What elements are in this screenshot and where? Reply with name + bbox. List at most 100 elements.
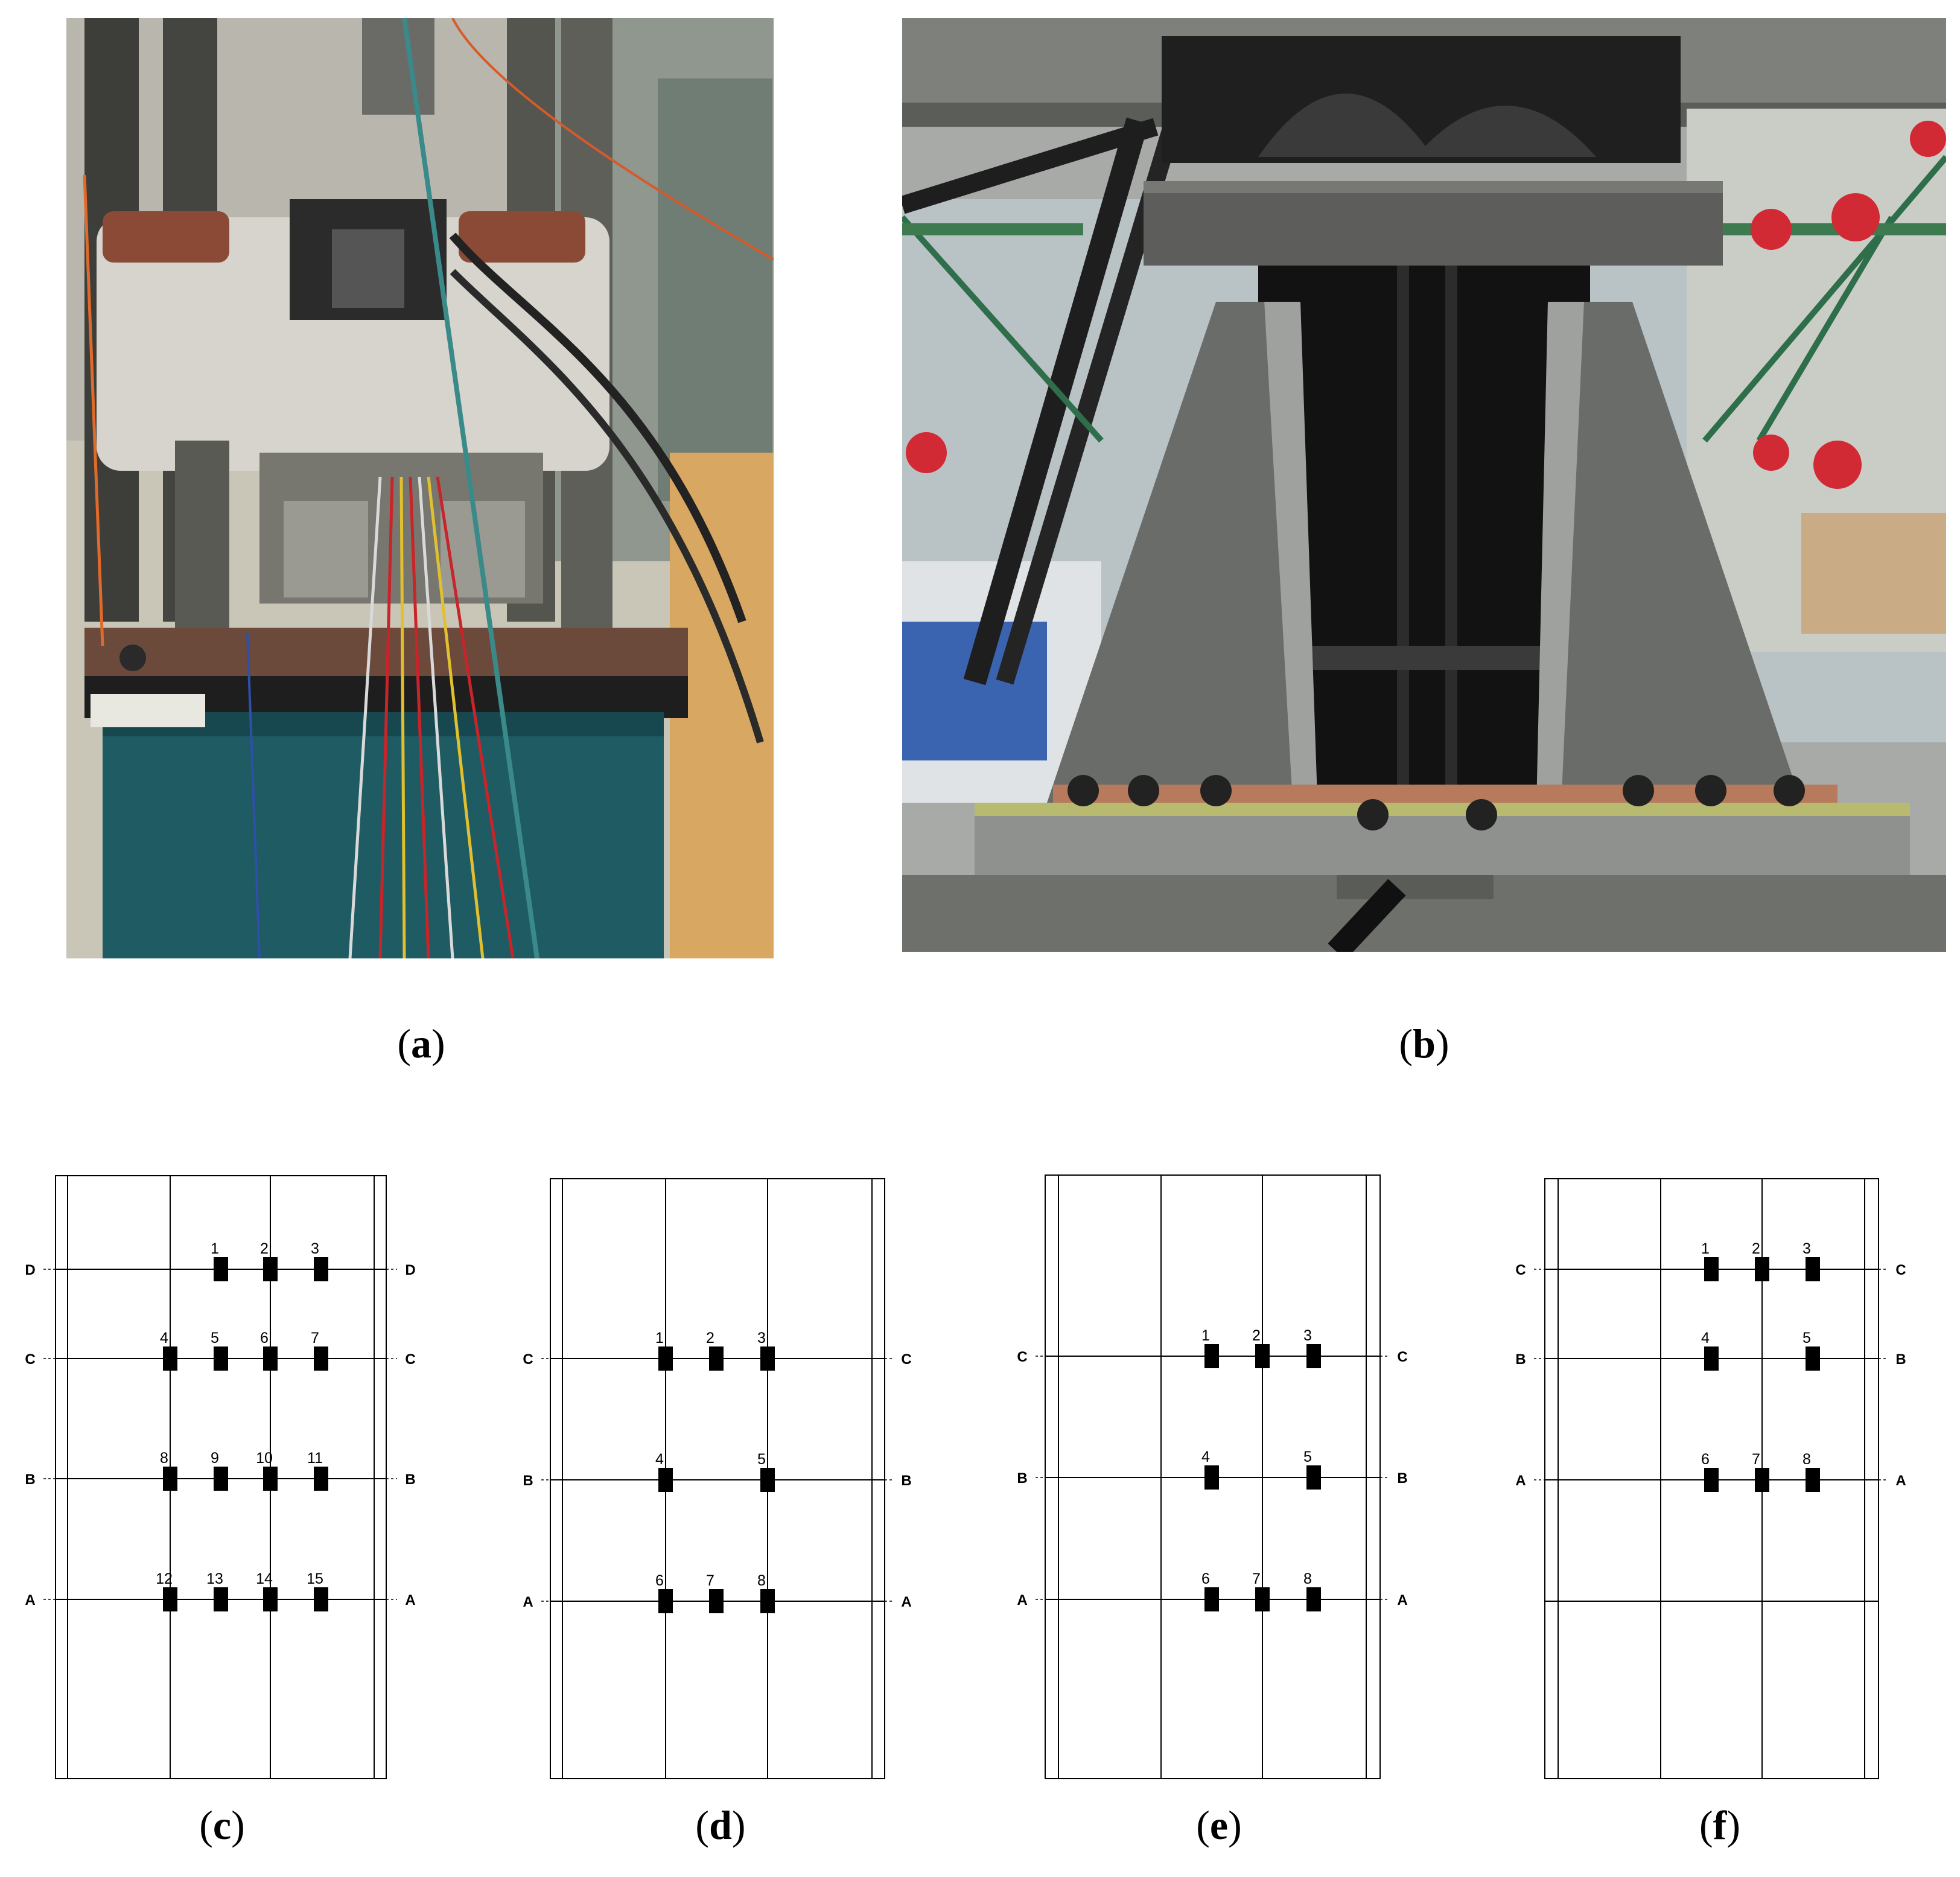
strain-gauge-d-7 [709, 1589, 724, 1613]
section-label-left-e: A [1017, 1592, 1027, 1608]
section-label-left-f: A [1515, 1473, 1526, 1489]
photo-specimen-fixture [902, 18, 1946, 952]
gauge-number-e-3: 3 [1303, 1327, 1312, 1344]
gauge-number-f-2: 2 [1752, 1240, 1760, 1257]
strain-gauge-c-9 [214, 1467, 228, 1491]
strain-gauge-d-4 [658, 1468, 673, 1492]
caption-b: (b) [1399, 1021, 1449, 1066]
gauge-number-c-4: 4 [160, 1330, 168, 1346]
strain-gauge-c-1 [214, 1257, 228, 1281]
gauge-number-c-14: 14 [256, 1570, 273, 1587]
gauge-number-c-12: 12 [156, 1570, 173, 1587]
section-label-left-d: C [523, 1351, 533, 1368]
strain-gauge-f-3 [1806, 1257, 1820, 1281]
section-label-left-c: D [25, 1262, 35, 1278]
gauge-number-d-5: 5 [757, 1451, 766, 1468]
caption-letter-a: a [411, 1021, 431, 1066]
section-label-right-f: B [1895, 1351, 1906, 1368]
strain-gauge-e-6 [1204, 1587, 1219, 1611]
strain-gauge-c-7 [314, 1346, 328, 1371]
gauge-number-f-1: 1 [1701, 1240, 1710, 1257]
caption-d: (d) [695, 1802, 746, 1848]
gauge-number-d-2: 2 [706, 1330, 714, 1346]
gauge-number-d-4: 4 [655, 1451, 664, 1468]
section-label-left-c: A [25, 1592, 35, 1608]
section-label-right-e: A [1397, 1592, 1407, 1608]
gauge-number-c-10: 10 [256, 1450, 273, 1467]
gauge-number-c-5: 5 [211, 1330, 219, 1346]
strain-gauge-e-7 [1255, 1587, 1270, 1611]
strain-gauge-e-3 [1306, 1344, 1321, 1368]
section-label-right-d: C [901, 1351, 911, 1368]
strain-gauge-c-6 [263, 1346, 278, 1371]
gauge-number-d-1: 1 [655, 1330, 664, 1346]
gauge-number-d-8: 8 [757, 1572, 766, 1589]
strain-gauge-c-8 [163, 1467, 177, 1491]
section-label-left-f: B [1515, 1351, 1526, 1368]
caption-letter-e: e [1209, 1802, 1229, 1848]
section-label-right-e: C [1397, 1349, 1407, 1365]
frame-d [550, 1178, 885, 1779]
gauge-number-e-4: 4 [1201, 1448, 1210, 1465]
strain-gauge-c-14 [263, 1587, 278, 1611]
section-label-right-d: B [901, 1473, 911, 1489]
gauge-number-c-3: 3 [311, 1240, 319, 1257]
section-label-right-c: A [405, 1592, 415, 1608]
strain-gauge-e-5 [1306, 1465, 1321, 1490]
gauge-number-e-1: 1 [1201, 1327, 1210, 1344]
strain-gauge-c-10 [263, 1467, 278, 1491]
section-label-right-c: B [405, 1471, 415, 1488]
gauge-number-c-6: 6 [260, 1330, 269, 1346]
gauge-number-d-3: 3 [757, 1330, 766, 1346]
caption-a: (a) [397, 1021, 445, 1066]
gauge-number-f-3: 3 [1802, 1240, 1811, 1257]
strain-gauge-d-3 [760, 1346, 775, 1371]
frame-f [1544, 1178, 1879, 1779]
gauge-number-c-8: 8 [160, 1450, 168, 1467]
strain-gauge-d-1 [658, 1346, 673, 1371]
strain-gauge-f-4 [1704, 1346, 1719, 1371]
caption-letter-f: f [1713, 1802, 1727, 1848]
strain-gauge-c-3 [314, 1257, 328, 1281]
strain-gauge-f-1 [1704, 1257, 1719, 1281]
section-label-right-d: A [901, 1594, 911, 1610]
section-label-left-c: C [25, 1351, 35, 1368]
gauge-number-e-6: 6 [1201, 1570, 1210, 1587]
caption-letter-d: d [709, 1802, 732, 1848]
strain-gauge-c-4 [163, 1346, 177, 1371]
gauge-number-f-6: 6 [1701, 1451, 1710, 1468]
section-label-right-e: B [1397, 1470, 1407, 1487]
strain-gauge-f-2 [1755, 1257, 1769, 1281]
strain-gauge-f-7 [1755, 1468, 1769, 1492]
gauge-number-c-13: 13 [206, 1570, 223, 1587]
gauge-number-c-1: 1 [211, 1240, 219, 1257]
gauge-number-f-8: 8 [1802, 1451, 1811, 1468]
strain-gauge-c-12 [163, 1587, 177, 1611]
gauge-number-e-8: 8 [1303, 1570, 1312, 1587]
gauge-number-c-7: 7 [311, 1330, 319, 1346]
gauge-number-d-7: 7 [706, 1572, 714, 1589]
strain-gauge-f-8 [1806, 1468, 1820, 1492]
gauge-number-f-7: 7 [1752, 1451, 1760, 1468]
strain-gauge-e-8 [1306, 1587, 1321, 1611]
section-label-right-c: D [405, 1262, 415, 1278]
strain-gauge-c-5 [214, 1346, 228, 1371]
photo-test-machine [66, 18, 774, 958]
section-label-left-d: A [523, 1594, 533, 1610]
gauge-number-c-11: 11 [307, 1450, 323, 1467]
strain-gauge-c-13 [214, 1587, 228, 1611]
section-label-left-d: B [523, 1473, 533, 1489]
strain-gauge-d-8 [760, 1589, 775, 1613]
section-label-right-f: C [1895, 1262, 1906, 1278]
strain-gauge-c-11 [314, 1467, 328, 1491]
frame-c [55, 1175, 387, 1779]
caption-letter-c: c [212, 1802, 232, 1848]
gauge-number-c-2: 2 [260, 1240, 269, 1257]
strain-gauge-f-5 [1806, 1346, 1820, 1371]
strain-gauge-c-15 [314, 1587, 328, 1611]
caption-c: (c) [199, 1802, 245, 1848]
gauge-number-d-6: 6 [655, 1572, 664, 1589]
gauge-number-f-5: 5 [1802, 1330, 1811, 1346]
section-label-left-f: C [1515, 1262, 1526, 1278]
